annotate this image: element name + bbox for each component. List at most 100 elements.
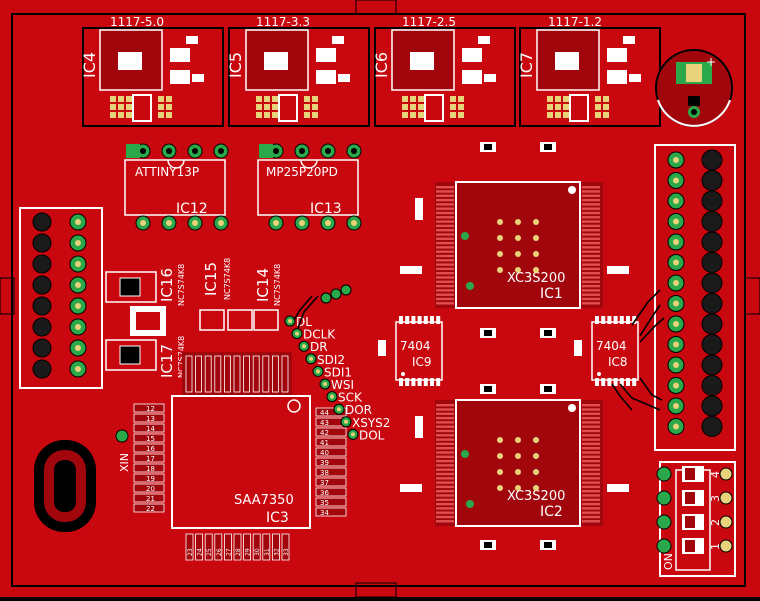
header-pin	[32, 296, 52, 316]
header-pin	[701, 334, 723, 355]
codec-pad	[195, 355, 203, 393]
via-pad	[272, 96, 278, 102]
fpga-via	[515, 437, 521, 443]
switch-pad	[656, 466, 672, 482]
fpga-lead	[582, 289, 600, 292]
fpga-lead	[436, 404, 454, 407]
via-pad	[563, 104, 569, 110]
fpga-lead	[436, 472, 454, 476]
logic-lead	[436, 316, 441, 324]
fpga-lead	[582, 515, 600, 519]
fpga-lead	[582, 438, 600, 441]
header-pin	[701, 395, 723, 417]
fpga-lead	[436, 425, 454, 428]
fpga-lead	[582, 421, 600, 424]
fpga-lead	[582, 490, 600, 493]
fpga-lead	[436, 229, 454, 232]
header-pin-hole	[75, 261, 81, 267]
logic-value: 7404	[596, 339, 627, 353]
codec-pin-number: 25	[206, 548, 213, 556]
fpga-lead	[582, 194, 600, 197]
signal-pad-hole	[323, 382, 327, 386]
fpga-via	[497, 267, 503, 273]
via-pad	[126, 96, 132, 102]
decoupling-cap	[400, 484, 422, 492]
fpga-via	[461, 450, 469, 458]
decoupling-cap	[607, 484, 629, 492]
fpga-via	[497, 485, 503, 491]
codec-pin-number: 30	[254, 548, 261, 556]
fpga-lead	[582, 416, 600, 420]
fpga-lead	[582, 412, 600, 415]
via-pad	[158, 104, 164, 110]
dip-pin-hole	[166, 148, 172, 154]
fpga-lead	[582, 220, 600, 223]
dip-switch-on: ON	[662, 553, 675, 570]
signal-label: DOR	[345, 403, 372, 417]
decoupling-cap-body	[544, 386, 552, 392]
fpga-lead	[582, 425, 600, 428]
dip-pin-hole	[273, 220, 279, 226]
dip-pin-hole	[273, 148, 279, 154]
fpga-lead	[582, 263, 600, 266]
fpga-lead	[582, 494, 600, 497]
codec-pad	[233, 355, 241, 393]
via-pad	[264, 112, 270, 118]
codec-pin-number: 41	[320, 439, 329, 447]
fpga-lead	[436, 459, 454, 463]
header-pin	[32, 317, 52, 337]
logic-lead	[626, 378, 630, 386]
fpga-lead	[582, 297, 600, 301]
fpga-lead	[582, 229, 600, 232]
decoupling-cap-body	[544, 330, 552, 336]
signal-pad-hole	[288, 319, 292, 323]
battery-plus: +	[706, 55, 716, 69]
fpga-lead	[436, 455, 454, 458]
fpga-lead	[582, 477, 600, 480]
fpga-lead	[582, 511, 600, 514]
fpga-lead	[582, 211, 600, 215]
smd-cap	[186, 36, 198, 44]
codec-pin-number: 18	[146, 465, 155, 473]
header-pin-hole	[75, 324, 81, 330]
switch-number: 1	[709, 543, 722, 550]
via-pad	[264, 96, 270, 102]
fpga-lead	[582, 250, 600, 253]
codec-pin-number: 33	[283, 548, 290, 556]
codec-pad	[243, 355, 251, 393]
fpga-lead	[436, 293, 454, 296]
smd-cap	[332, 36, 344, 44]
codec-pad	[243, 533, 252, 561]
header-pin	[701, 416, 723, 437]
fpga-ref: IC2	[540, 504, 563, 520]
fpga-lead	[436, 207, 454, 210]
via-pad	[450, 112, 456, 118]
header-pin	[32, 233, 52, 253]
logic-lead	[607, 316, 612, 324]
logic-lead	[411, 316, 416, 324]
signal-label: SDI1	[324, 365, 352, 379]
logic-lead	[613, 316, 618, 324]
codec-pin-number: 21	[146, 495, 155, 503]
fpga-lead	[436, 408, 454, 411]
fpga-lead	[436, 198, 454, 202]
logic-cap	[378, 340, 386, 356]
fpga-lead	[436, 477, 454, 480]
header-pin-hole	[673, 157, 679, 163]
header-pin	[701, 293, 723, 314]
fpga-lead	[582, 520, 600, 523]
gate-value-ic17: NC7S74K8	[177, 336, 186, 378]
codec-pin-number: 38	[320, 469, 329, 477]
codec-pad	[315, 447, 347, 457]
codec-pad	[133, 433, 165, 443]
logic-lead	[405, 316, 410, 324]
fpga-via	[497, 219, 503, 225]
header-pin-hole	[75, 345, 81, 351]
codec-pad	[262, 355, 270, 393]
dip-pin-1	[126, 144, 140, 158]
codec-pad	[133, 483, 165, 493]
gate-ref-ic15: IC15	[202, 262, 220, 296]
via-pad	[603, 96, 609, 102]
